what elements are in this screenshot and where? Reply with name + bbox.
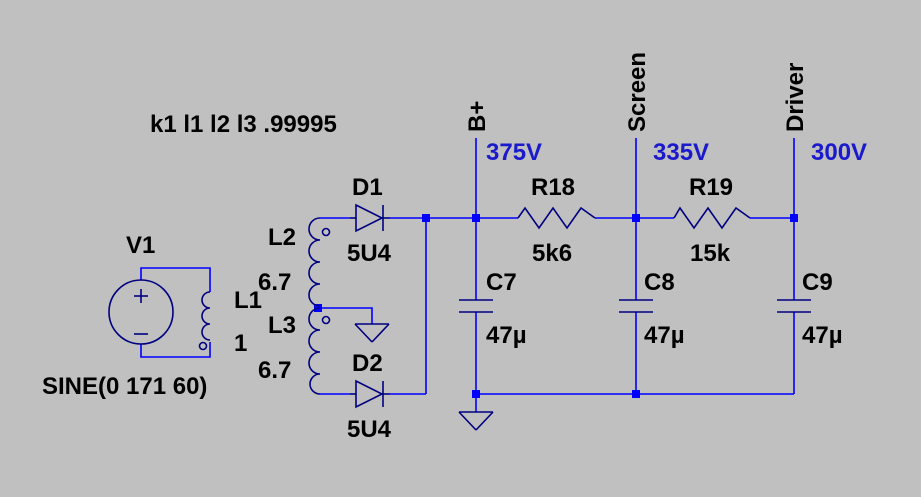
inductor-l2-symbol	[308, 217, 331, 307]
diode-d2-value: 5U4	[347, 416, 392, 443]
diode-d1-symbol	[350, 203, 390, 233]
inductor-l1-symbol	[198, 291, 211, 351]
voltage-source-symbol	[108, 279, 174, 345]
inductor-l3-symbol	[308, 307, 331, 395]
resistor-r18-name: R18	[531, 174, 575, 201]
capacitor-c9-name: C9	[802, 269, 833, 296]
capacitor-c9-symbol	[777, 299, 811, 313]
inductor-l2-name: L2	[268, 224, 296, 251]
spice-directive: k1 l1 l2 l3 .99995	[150, 111, 337, 138]
net-label-bplus: B+	[464, 101, 491, 132]
net-label-screen: Screen	[624, 52, 651, 132]
source-name-label: V1	[126, 232, 155, 259]
resistor-r19-name: R19	[689, 174, 733, 201]
resistor-r19-value: 15k	[690, 240, 731, 267]
net-label-driver: Driver	[782, 63, 809, 132]
capacitor-c9-value: 47µ	[802, 322, 843, 349]
capacitor-c8-name: C8	[644, 269, 675, 296]
inductor-l3-value: 6.7	[258, 357, 291, 384]
voltage-readout-screen: 335V	[653, 139, 709, 166]
source-value-label: SINE(0 171 60)	[42, 373, 207, 400]
ground-symbol-center-tap	[354, 323, 390, 343]
capacitor-c7-value: 47µ	[486, 322, 527, 349]
ground-symbol-main	[458, 411, 494, 431]
resistor-r18-value: 5k6	[532, 240, 572, 267]
capacitor-c7-name: C7	[486, 269, 517, 296]
diode-d2-symbol	[350, 379, 390, 409]
diode-d2-name: D2	[352, 350, 383, 377]
voltage-readout-bplus: 375V	[486, 139, 542, 166]
diode-d1-name: D1	[352, 174, 383, 201]
resistor-r18-symbol	[517, 206, 596, 230]
voltage-readout-driver: 300V	[811, 139, 867, 166]
inductor-l1-value: 1	[234, 330, 247, 357]
capacitor-c7-symbol	[459, 299, 493, 313]
diode-d1-value: 5U4	[347, 240, 392, 267]
inductor-l3-name: L3	[268, 312, 296, 339]
capacitor-c8-symbol	[619, 299, 653, 313]
inductor-l2-value: 6.7	[258, 269, 291, 296]
resistor-r19-symbol	[673, 206, 751, 230]
inductor-l1-name: L1	[234, 287, 262, 314]
capacitor-c8-value: 47µ	[644, 322, 685, 349]
wires	[140, 138, 795, 412]
